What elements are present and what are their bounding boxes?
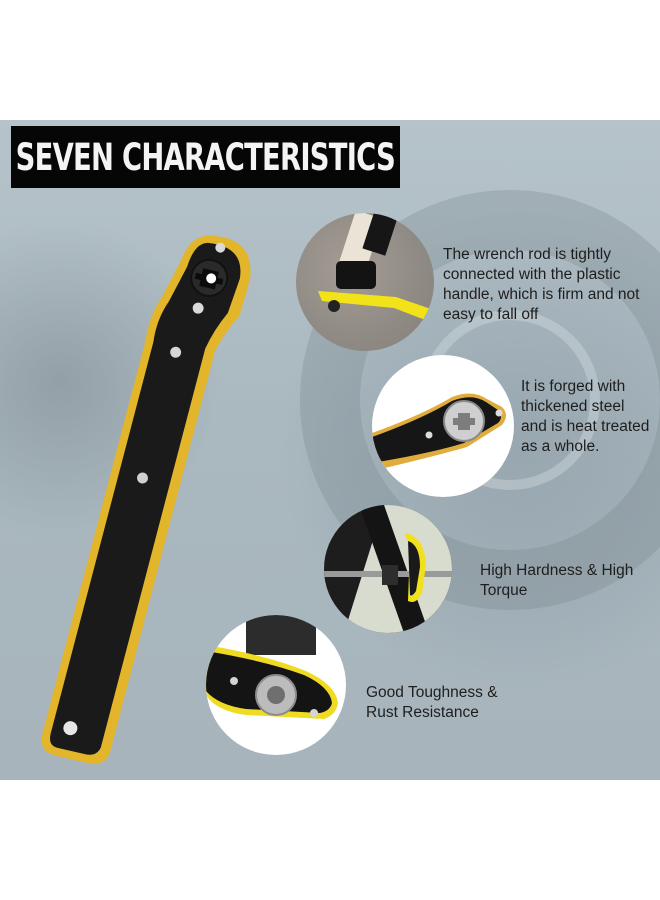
feature-caption-3: High Hardness & High Torque [480, 562, 634, 599]
feature-image-jack-screw [324, 505, 452, 633]
page-title: SEVEN CHARACTERISTICS [15, 135, 396, 179]
title-banner: SEVEN CHARACTERISTICS [11, 126, 400, 188]
feature-caption-2: It is forged with thickened steel and is… [521, 378, 650, 455]
feature-image-wrench-head [372, 355, 514, 497]
feature-caption-4: Good Toughness & Rust Resistance [366, 684, 498, 721]
feature-image-wrench-socket [206, 615, 346, 755]
feature-image-jack-on-ground [296, 213, 434, 351]
feature-caption-1: The wrench rod is tightly connected with… [443, 246, 640, 323]
